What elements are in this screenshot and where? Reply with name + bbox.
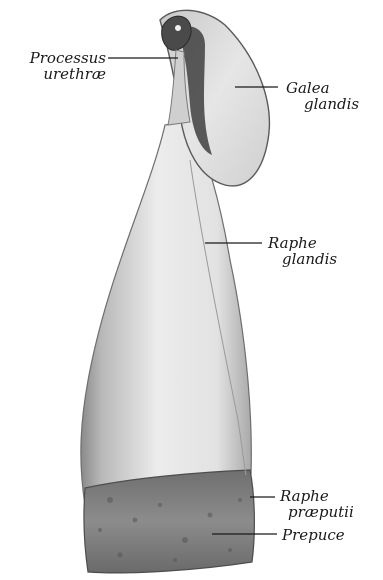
label-raphe-praeputii-line2: præputii xyxy=(280,504,354,520)
label-prepuce: Prepuce xyxy=(282,527,345,543)
label-raphe-glandis-line1: Raphe xyxy=(268,235,337,251)
label-processus-urethrae: Processus urethræ xyxy=(0,50,106,82)
label-raphe-glandis-line2: glandis xyxy=(268,251,337,267)
prepuce-band xyxy=(84,470,254,573)
label-galea-line1: Galea xyxy=(286,80,359,96)
label-processus-line1: Processus xyxy=(0,50,106,66)
label-prepuce-text: Prepuce xyxy=(282,527,345,543)
label-processus-line2: urethræ xyxy=(0,66,106,82)
label-raphe-praeputii: Raphe præputii xyxy=(280,488,354,520)
label-galea-glandis: Galea glandis xyxy=(286,80,359,112)
label-raphe-praeputii-line1: Raphe xyxy=(280,488,354,504)
label-raphe-glandis: Raphe glandis xyxy=(268,235,337,267)
urethral-opening xyxy=(175,25,181,31)
label-galea-line2: glandis xyxy=(286,96,359,112)
